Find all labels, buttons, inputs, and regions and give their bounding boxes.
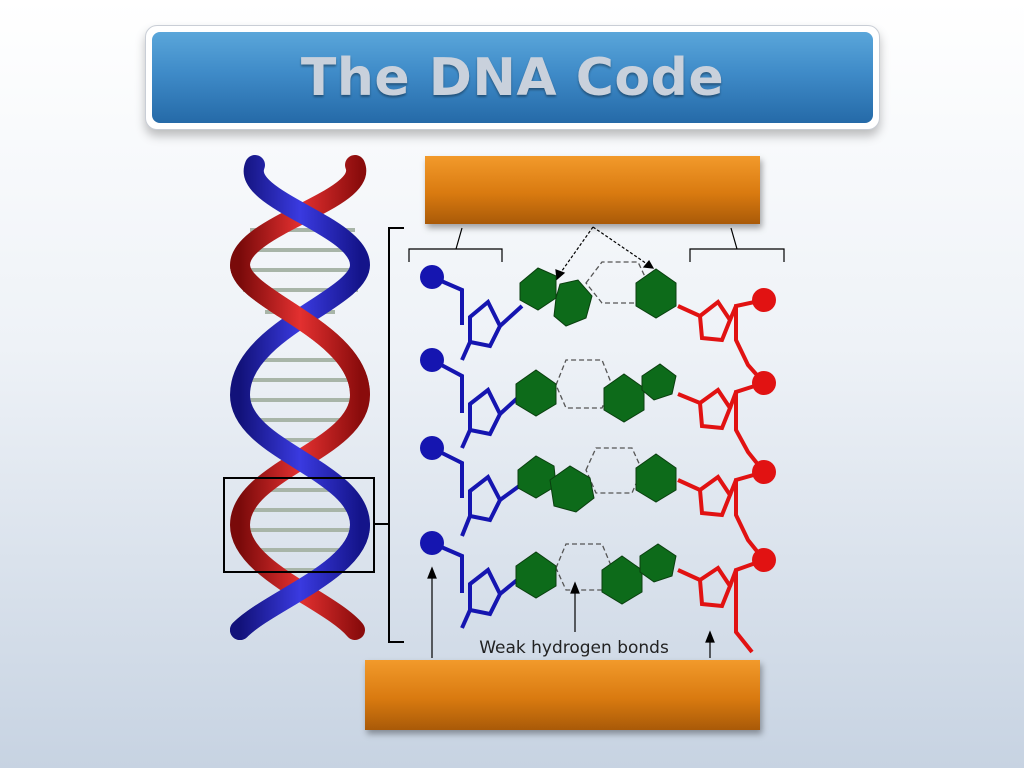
bottom-arrows — [427, 566, 715, 658]
hydrogen-bonds-caption: Weak hydrogen bonds — [479, 638, 669, 658]
label-box-bottom[interactable] — [365, 660, 760, 730]
red-phosphate-groups — [752, 288, 776, 572]
blue-phosphate-groups — [420, 265, 444, 555]
nitrogen-bases — [515, 267, 677, 605]
zoom-bracket — [374, 227, 404, 643]
title-banner: The DNA Code — [145, 25, 880, 130]
top-pointers — [408, 226, 785, 281]
red-backbone — [677, 298, 766, 654]
slide-title: The DNA Code — [300, 47, 725, 108]
double-helix — [223, 155, 375, 640]
label-box-top[interactable] — [425, 156, 760, 224]
title-bar: The DNA Code — [152, 32, 873, 123]
blue-backbone — [431, 275, 524, 629]
